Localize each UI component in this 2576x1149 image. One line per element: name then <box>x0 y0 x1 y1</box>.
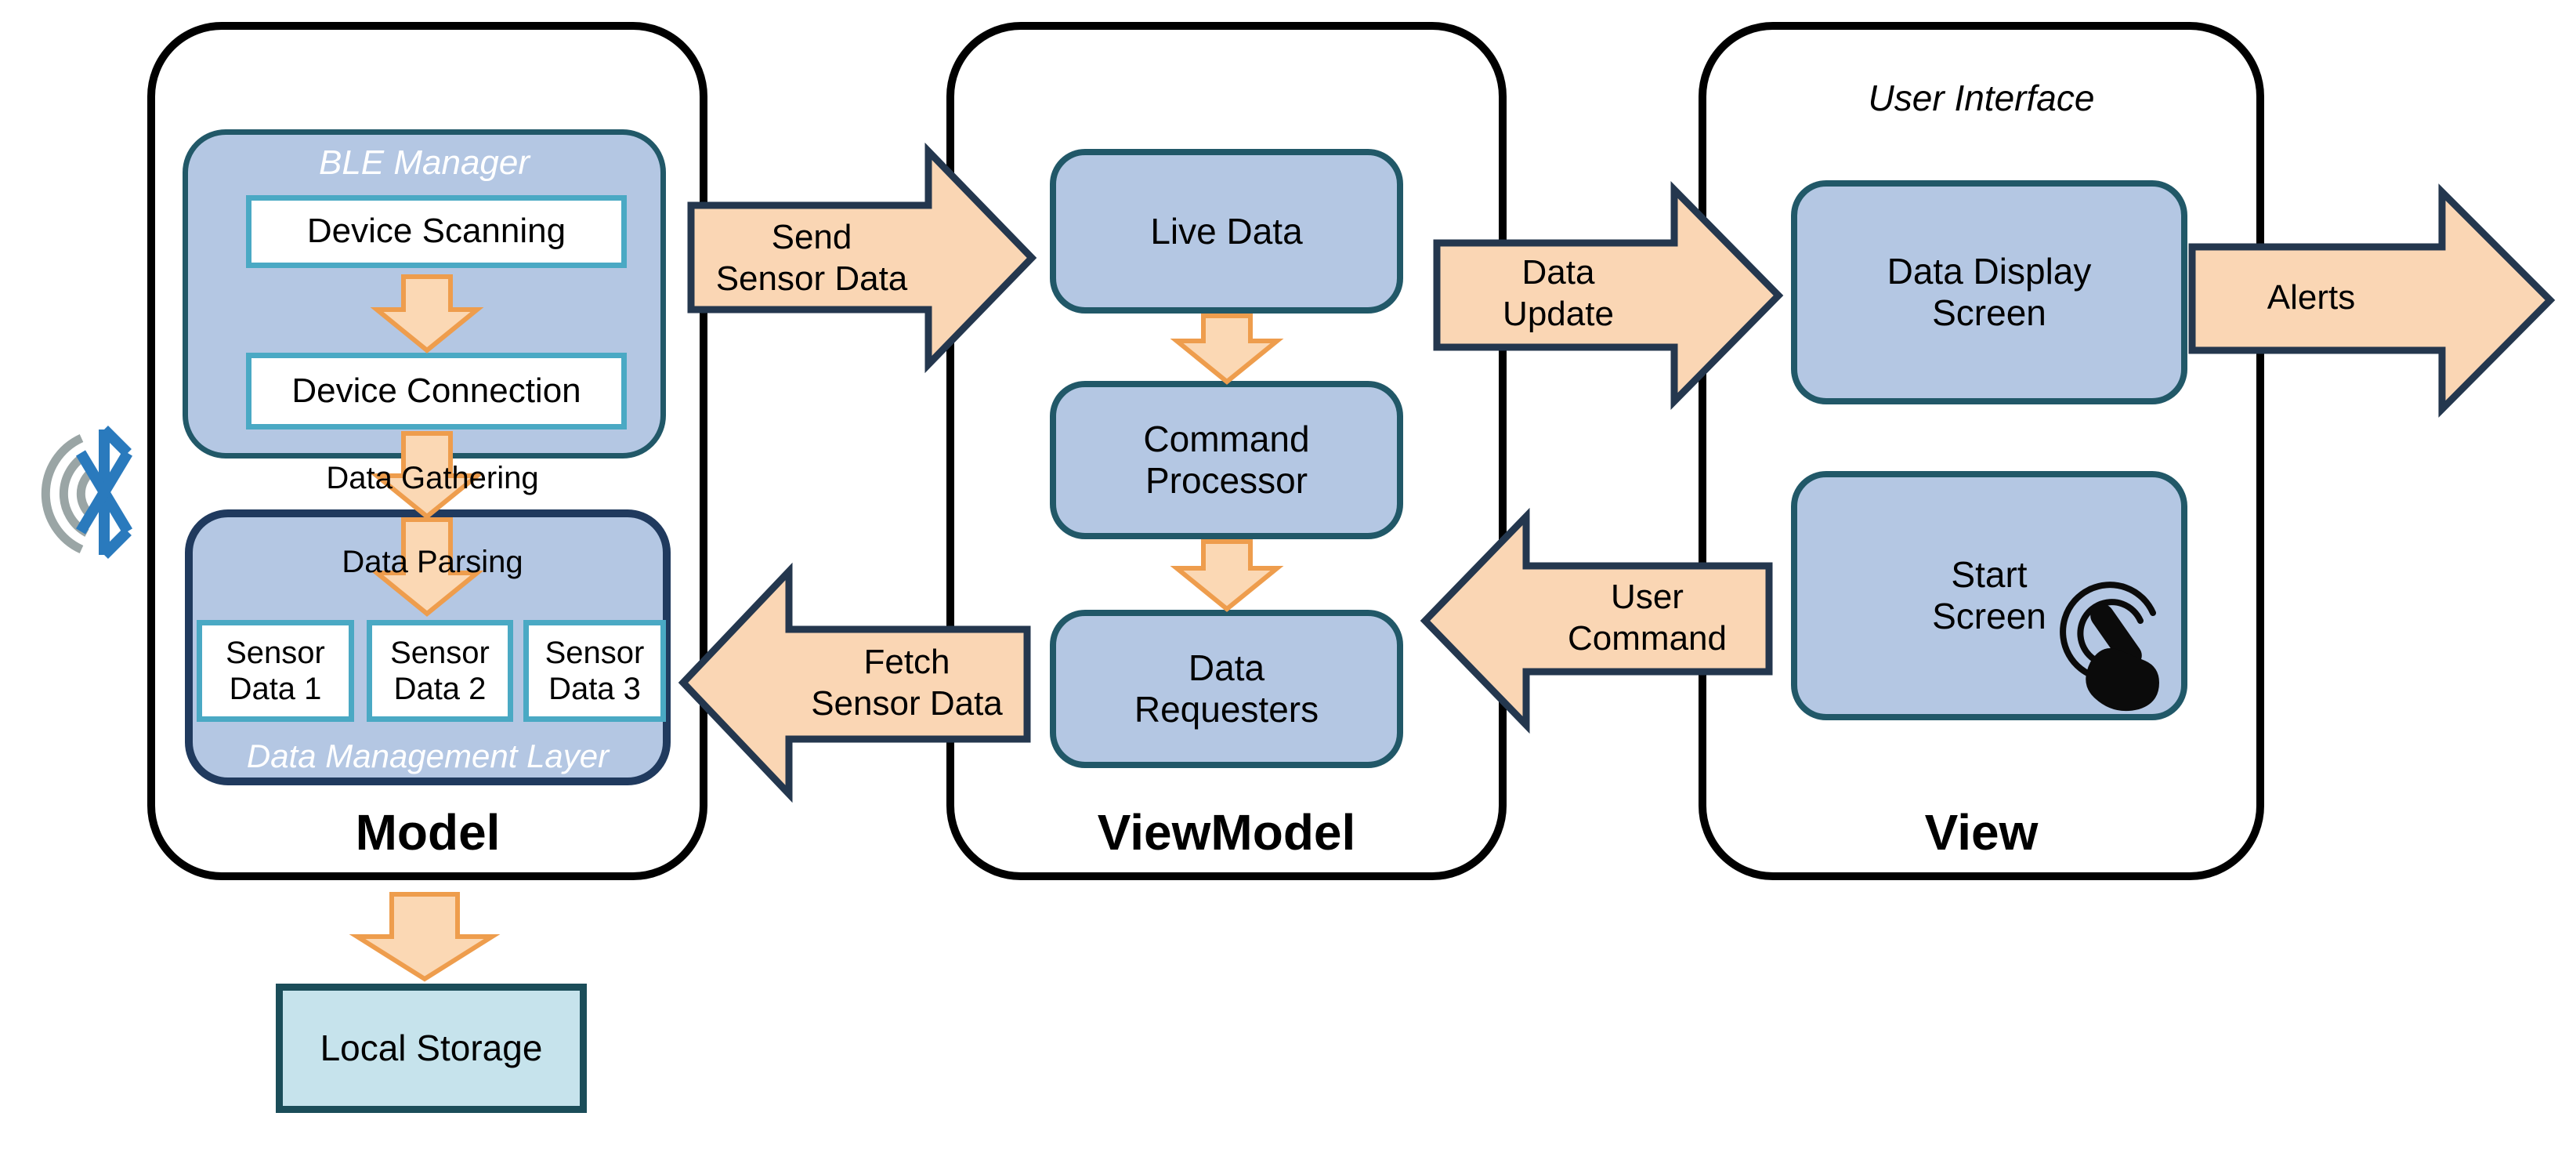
viewmodel-title: ViewModel <box>1097 804 1356 861</box>
fetch-sensor-data-label: Fetch Sensor Data <box>811 643 1003 723</box>
scanning-to-connection-arrow <box>370 274 484 353</box>
device-scanning-box: Device Scanning <box>246 195 627 268</box>
view-title: View <box>1924 804 2039 861</box>
connection-to-parsing-arrow <box>370 431 484 520</box>
start-screen-label: Start Screen <box>1932 554 2046 636</box>
data-management-layer-label: Data Management Layer <box>246 738 610 774</box>
device-scanning-label: Device Scanning <box>306 212 566 251</box>
bluetooth-signal-icon <box>41 426 133 559</box>
sensor-data-3-box: Sensor Data 3 <box>523 620 666 722</box>
command-to-requesters-arrow <box>1170 539 1284 612</box>
sensor-data-2-box: Sensor Data 2 <box>367 620 513 722</box>
command-processor-box: Command Processor <box>1050 381 1403 539</box>
send-sensor-data-arrow <box>687 142 1037 374</box>
sensor-data-1-label: Sensor Data 1 <box>226 636 325 706</box>
device-connection-label: Device Connection <box>291 371 581 410</box>
alerts-label: Alerts <box>2267 277 2356 317</box>
local-storage-box: Local Storage <box>276 984 587 1113</box>
live-data-box: Live Data <box>1050 149 1403 314</box>
command-processor-label: Command Processor <box>1143 419 1310 501</box>
user-interface-label: User Interface <box>1868 78 2095 118</box>
data-display-screen-label: Data Display Screen <box>1887 251 2092 333</box>
sensor-data-3-label: Sensor Data 3 <box>545 636 645 706</box>
user-command-label: User Command <box>1568 578 1727 658</box>
data-update-label: Data Update <box>1503 253 1614 333</box>
data-requesters-box: Data Requesters <box>1050 610 1403 768</box>
data-display-screen-box: Data Display Screen <box>1791 180 2187 404</box>
device-connection-box: Device Connection <box>246 353 627 430</box>
fetch-sensor-data-arrow <box>678 562 1031 803</box>
send-sensor-data-label: Send Sensor Data <box>715 217 908 298</box>
view-container <box>1699 22 2264 880</box>
model-title: Model <box>355 804 501 861</box>
ble-manager-label: BLE Manager <box>318 143 530 182</box>
touch-gesture-icon <box>2060 582 2159 712</box>
user-command-arrow <box>1420 507 1773 734</box>
alerts-arrow <box>2188 183 2556 418</box>
data-parsing-label: Data Parsing <box>342 544 523 579</box>
data-gathering-label: Data Gathering <box>326 460 539 495</box>
sensor-data-1-box: Sensor Data 1 <box>197 620 354 722</box>
data-requesters-label: Data Requesters <box>1134 647 1319 730</box>
model-to-storage-arrow <box>349 892 501 982</box>
data-update-arrow <box>1433 181 1784 410</box>
local-storage-label: Local Storage <box>320 1028 543 1069</box>
livedata-to-command-arrow <box>1170 314 1284 385</box>
live-data-label: Live Data <box>1150 210 1303 252</box>
parsing-to-sensors-arrow <box>370 517 484 617</box>
sensor-data-2-label: Sensor Data 2 <box>390 636 490 706</box>
